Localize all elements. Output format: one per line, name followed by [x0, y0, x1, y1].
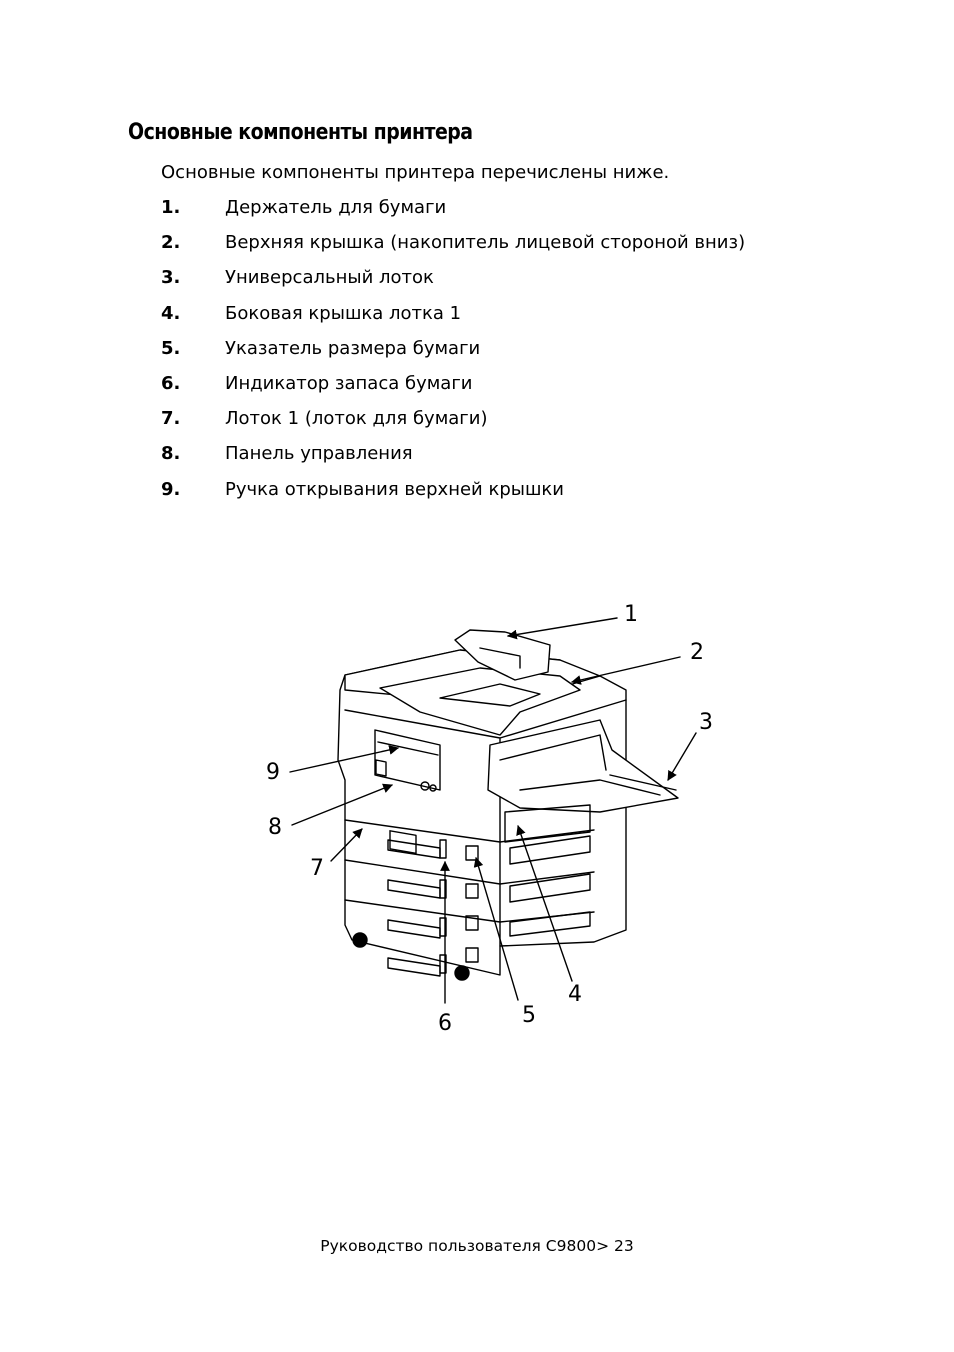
- section-title: Основные компоненты принтера: [128, 120, 473, 145]
- item-number: 5.: [161, 337, 181, 359]
- callout-4: 4: [568, 982, 582, 1007]
- item-number: 4.: [161, 302, 181, 324]
- item-number: 3.: [161, 267, 181, 289]
- item-number: 2.: [161, 232, 181, 254]
- callout-8: 8: [268, 815, 282, 840]
- item-number: 8.: [161, 443, 181, 465]
- item-label: Указатель размера бумаги: [225, 337, 481, 359]
- item-label: Индикатор запаса бумаги: [225, 372, 473, 394]
- intro-text: Основные компоненты принтера перечислены…: [161, 162, 670, 183]
- item-label: Держатель для бумаги: [225, 197, 447, 218]
- item-number: 1.: [161, 197, 181, 218]
- callout-6: 6: [438, 1011, 452, 1036]
- item-number: 6.: [161, 372, 181, 394]
- item-label: Боковая крышка лотка 1: [225, 302, 462, 324]
- callout-9: 9: [266, 760, 280, 785]
- callout-7: 7: [310, 856, 324, 881]
- item-number: 7.: [161, 408, 181, 430]
- item-label: Верхняя крышка (накопитель лицевой сторо…: [225, 232, 746, 254]
- item-label: Панель управления: [225, 443, 413, 465]
- callout-3: 3: [699, 710, 713, 735]
- item-label: Ручка открывания верхней крышки: [225, 478, 565, 500]
- callout-1: 1: [624, 602, 638, 627]
- callout-5: 5: [522, 1003, 536, 1028]
- item-label: Лоток 1 (лоток для бумаги): [225, 408, 488, 430]
- item-label: Универсальный лоток: [225, 267, 434, 289]
- item-number: 9.: [161, 478, 181, 500]
- page-footer: Руководство пользователя C9800> 23: [320, 1237, 634, 1255]
- callout-2: 2: [690, 640, 704, 665]
